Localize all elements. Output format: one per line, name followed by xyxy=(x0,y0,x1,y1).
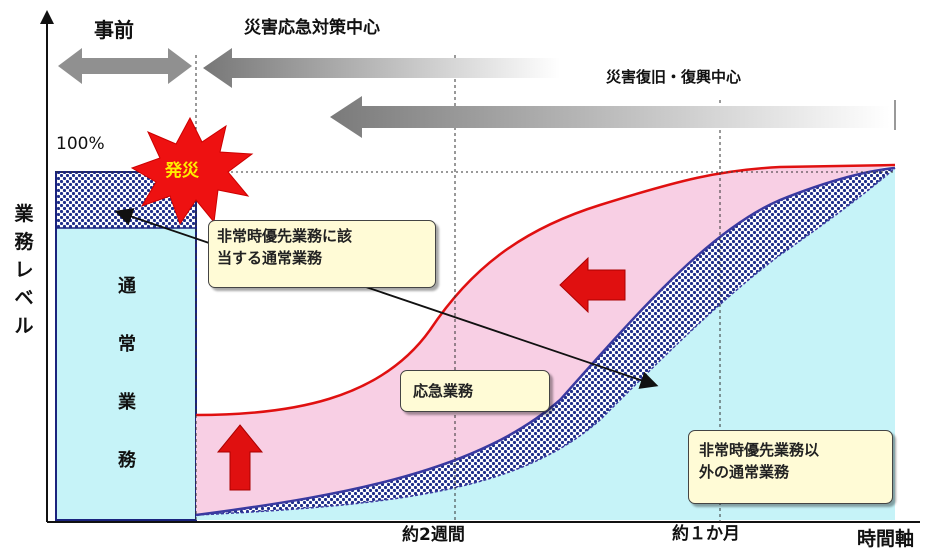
up-arrow-icon xyxy=(216,424,264,491)
callout-emergency-work: 応急業務 xyxy=(400,370,550,412)
recovery-phase-arrow xyxy=(330,96,890,138)
priority-normal-work-area xyxy=(196,168,895,515)
pointer-priority-left xyxy=(114,208,216,246)
explosion-icon xyxy=(130,116,254,226)
hundred-percent-label: 100% xyxy=(56,134,105,154)
y-axis-label: 業 務 レ ベ ル xyxy=(14,203,34,337)
emergency-phase-arrow xyxy=(203,48,560,88)
normal-work-label: 通 常 業 務 xyxy=(118,276,136,471)
red-response-curve xyxy=(195,163,896,417)
emergency-work-area xyxy=(196,165,895,515)
pre-disaster-label: 事前 xyxy=(94,18,134,42)
disaster-burst-label: 発災 xyxy=(165,161,199,181)
callout-other-normal: 非常時優先業務以 外の通常業務 xyxy=(688,430,893,504)
emergency-phase-label: 災害応急対策中心 xyxy=(244,18,380,38)
pointer-priority-right xyxy=(359,284,659,389)
blue-upper-curve xyxy=(195,166,896,517)
tick-two-weeks-label: 約2週間 xyxy=(402,525,465,545)
x-axis-label: 時間軸 xyxy=(857,528,915,550)
axes xyxy=(40,10,920,523)
left-arrow-icon xyxy=(559,256,626,314)
callout-priority-normal: 非常時優先業務に該 当する通常業務 xyxy=(208,220,436,288)
pre-disaster-arrow xyxy=(58,48,192,84)
recovery-phase-label: 災害復旧・復興中心 xyxy=(606,68,742,86)
tick-one-month-label: 約１か月 xyxy=(672,524,740,544)
